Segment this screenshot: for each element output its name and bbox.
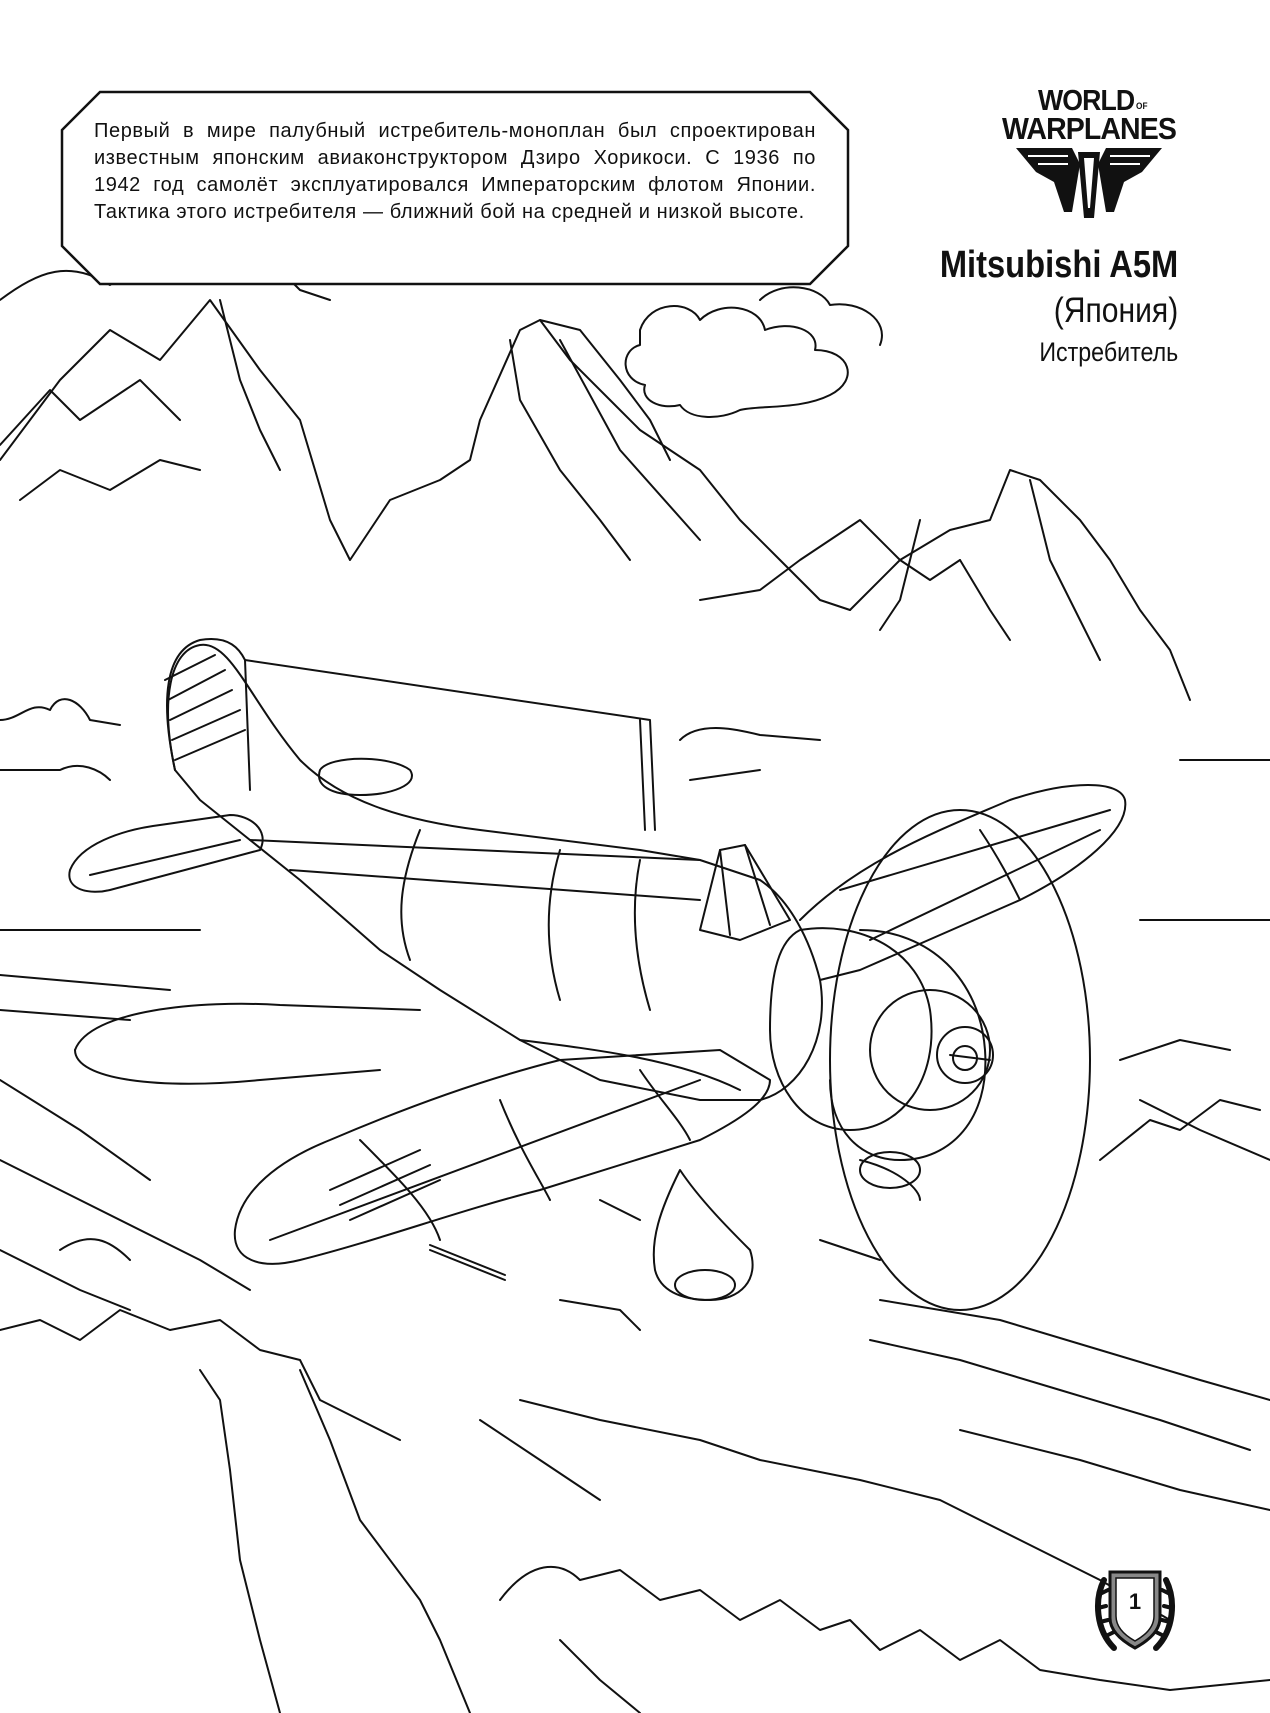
game-logo: WORLD OF WARPLANES — [1000, 86, 1180, 226]
description-box-frame — [60, 90, 850, 286]
mountains — [0, 249, 1191, 701]
plane-class: Истребитель — [1039, 337, 1178, 367]
plane-country: (Япония) — [1053, 291, 1178, 330]
description-box: Первый в мире палубный истребитель-моноп… — [60, 90, 850, 286]
plane-title-block: Mitsubishi A5M (Япония) Истребитель — [901, 242, 1178, 370]
logo-word-world: WORLD — [1038, 85, 1135, 117]
page-number: 1 — [1128, 1589, 1142, 1614]
wings-emblem-icon — [1016, 148, 1162, 218]
clouds — [624, 286, 883, 418]
description-text: Первый в мире палубный истребитель-моноп… — [94, 120, 816, 223]
logo-word-warplanes: WARPLANES — [1002, 111, 1177, 146]
laurel-shield-icon — [1095, 1570, 1175, 1651]
ground-lines — [0, 698, 1270, 1713]
page-number-badge: 1 — [1094, 1560, 1176, 1656]
logo-word-of: OF — [1136, 101, 1148, 111]
airplane-drawing — [68, 638, 1127, 1311]
plane-name: Mitsubishi A5M — [939, 244, 1178, 286]
